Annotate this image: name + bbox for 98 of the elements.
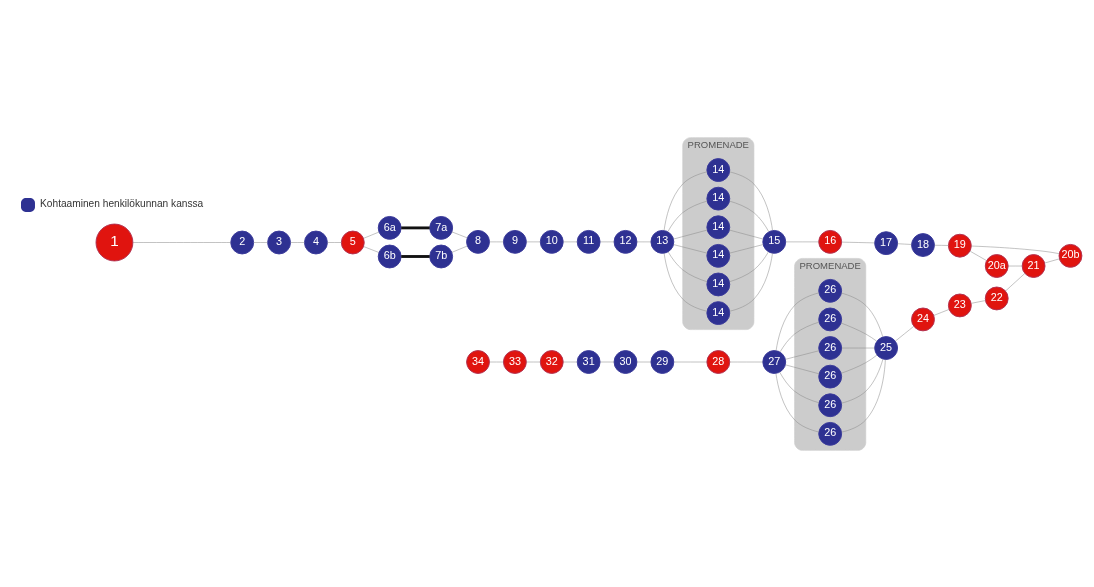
node-circle: 14 — [706, 272, 731, 296]
connector — [969, 250, 987, 261]
node-circle: 34 — [466, 349, 490, 374]
node-circle: 4 — [304, 230, 328, 254]
connector — [401, 254, 430, 258]
node-circle: 24 — [911, 307, 935, 331]
node-circle: 23 — [947, 293, 972, 317]
connector — [451, 231, 468, 238]
connector — [785, 349, 820, 360]
connector — [1044, 258, 1060, 263]
connector — [775, 292, 820, 351]
node-circle: 14 — [706, 214, 731, 239]
node-circle: 6a — [377, 215, 402, 240]
node-circle: 26 — [818, 421, 843, 446]
node-circle: 27 — [762, 349, 787, 374]
node-circle: 26 — [818, 307, 843, 331]
connector — [327, 241, 342, 243]
connector — [840, 322, 877, 341]
connector — [971, 245, 1060, 254]
connector — [489, 241, 504, 242]
connector — [451, 245, 468, 253]
node-circle: 17 — [874, 230, 899, 255]
connector — [841, 241, 875, 243]
connector — [785, 364, 820, 374]
node-circle: 25 — [874, 335, 899, 360]
node-circle: 7b — [429, 244, 454, 268]
connector — [526, 241, 541, 242]
node-circle: 26 — [818, 278, 843, 303]
node-circle: 11 — [576, 229, 601, 254]
connector — [363, 231, 380, 239]
connector — [779, 371, 820, 403]
node-circle: 14 — [706, 186, 731, 211]
connector — [673, 243, 708, 253]
node-circle: 9 — [503, 229, 527, 254]
node-circle: 33 — [503, 349, 527, 374]
node-circle: 22 — [984, 286, 1009, 310]
node-circle: 20b — [1058, 243, 1083, 268]
connector — [729, 243, 764, 253]
connector — [895, 325, 915, 341]
connector — [290, 241, 305, 243]
connector — [253, 241, 268, 243]
connector — [841, 292, 884, 337]
connector — [663, 171, 708, 231]
connector — [933, 308, 950, 316]
connector — [729, 200, 770, 232]
node-circle: 29 — [650, 349, 675, 374]
node-circle: 14 — [706, 243, 731, 268]
node-circle: 5 — [340, 230, 365, 254]
connector — [1008, 265, 1023, 266]
connector — [132, 241, 231, 243]
node-circle: 10 — [539, 229, 564, 254]
node-circle: 2 — [230, 230, 255, 254]
node-circle: 14 — [706, 157, 731, 182]
node-circle: 8 — [466, 229, 490, 254]
connector — [1005, 272, 1025, 291]
connector — [363, 245, 380, 253]
connector — [897, 242, 912, 245]
node-circle: 14 — [706, 300, 731, 325]
connector — [841, 354, 878, 374]
connector — [779, 321, 820, 352]
connector — [667, 200, 708, 232]
connector — [563, 241, 578, 242]
node-circle: 26 — [818, 364, 843, 389]
node-circle: 1 — [95, 223, 134, 261]
node-circle: 13 — [650, 229, 675, 254]
connector — [663, 252, 708, 311]
connector — [729, 251, 769, 282]
node-circle: 26 — [818, 392, 843, 417]
node-circle: 20a — [984, 253, 1009, 278]
node-circle: 28 — [706, 349, 731, 374]
connector — [841, 358, 884, 403]
connector — [599, 241, 615, 242]
connector — [775, 372, 819, 432]
connector — [729, 171, 773, 231]
legend-label: Kohtaaminen henkilökunnan kanssa — [40, 197, 204, 209]
connector — [729, 252, 773, 311]
node-circle: 32 — [539, 349, 564, 374]
node-circle: 19 — [947, 233, 972, 258]
node-circle: 31 — [576, 349, 601, 374]
node-circle: 21 — [1021, 253, 1046, 278]
node-circle: 18 — [911, 232, 935, 257]
connector — [970, 299, 986, 304]
connector — [668, 251, 708, 282]
node-circle: 15 — [762, 229, 787, 254]
node-circle: 3 — [267, 230, 291, 254]
node-circle: 30 — [613, 349, 638, 374]
connector — [785, 241, 819, 242]
node-circle: 16 — [818, 229, 843, 254]
connector — [401, 225, 430, 229]
connector — [934, 244, 949, 246]
connector — [636, 241, 652, 242]
node-circle: 7a — [429, 215, 454, 240]
node-circle: 6b — [377, 244, 402, 268]
node-circle: 12 — [613, 229, 638, 254]
connector — [841, 358, 886, 432]
connector — [673, 229, 708, 239]
node-circle: 26 — [818, 335, 843, 360]
connector — [729, 229, 764, 239]
